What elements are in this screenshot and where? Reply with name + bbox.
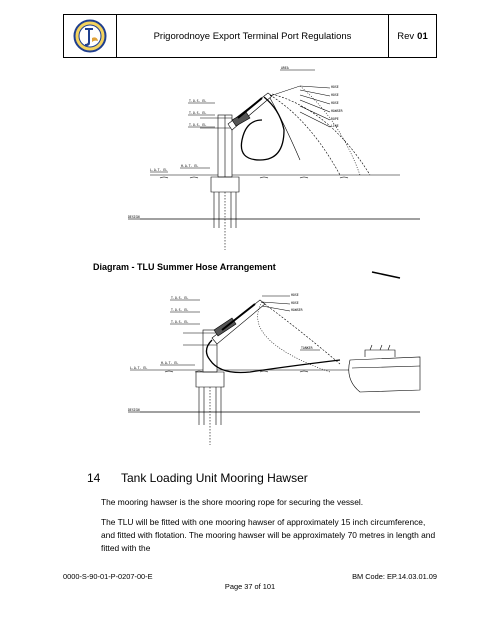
svg-text:T.O.S. EL: T.O.S. EL <box>189 99 206 103</box>
body-paragraph: The mooring hawser is the shore mooring … <box>101 497 364 507</box>
rev-value: 01 <box>417 30 428 42</box>
svg-text:T.O.S. EL: T.O.S. EL <box>189 123 206 127</box>
figure-caption: Diagram - TLU Summer Hose Arrangement <box>93 262 276 272</box>
svg-text:L.A.T. EL: L.A.T. EL <box>130 366 147 370</box>
svg-text:HOSE: HOSE <box>331 101 339 105</box>
svg-text:T.O.S. EL: T.O.S. EL <box>189 111 206 115</box>
svg-text:H.A.T. EL: H.A.T. EL <box>161 361 178 365</box>
section-number: 14 <box>87 471 101 485</box>
svg-text:TANKER: TANKER <box>301 346 313 350</box>
svg-text:T.O.S. EL: T.O.S. EL <box>171 308 188 312</box>
svg-text:T.O.S. EL: T.O.S. EL <box>171 320 188 324</box>
svg-text:T.O.S. EL: T.O.S. EL <box>171 296 188 300</box>
company-logo <box>73 19 107 53</box>
revision: Rev 01 <box>389 15 436 57</box>
document-code: 0000-S-90-01-P-0207-00-E <box>63 572 153 581</box>
svg-text:HOSE: HOSE <box>331 85 339 89</box>
header-title: Prigorodnoye Export Terminal Port Regula… <box>117 15 389 57</box>
svg-text:H.A.T. EL: H.A.T. EL <box>181 164 198 168</box>
svg-text:HOSE: HOSE <box>291 293 299 297</box>
svg-text:DESIGN: DESIGN <box>128 408 140 412</box>
rev-label: Rev <box>397 30 415 42</box>
svg-text:L.A.T. EL: L.A.T. EL <box>150 168 167 172</box>
bm-code: BM Code: EP.14.03.01.09 <box>352 572 437 581</box>
svg-text:LINE: LINE <box>331 124 339 128</box>
svg-text:HAWSER: HAWSER <box>331 109 343 113</box>
tlu-summer-hose-diagram: HOSE HOSE HOSE HAWSER ROPE LINE AREA T.O… <box>128 66 420 250</box>
section-heading: 14 Tank Loading Unit Mooring Hawser <box>87 471 308 485</box>
svg-text:HOSE: HOSE <box>291 301 299 305</box>
svg-text:HAWSER: HAWSER <box>291 308 303 312</box>
page-header: Prigorodnoye Export Terminal Port Regula… <box>63 14 437 58</box>
svg-text:HOSE: HOSE <box>331 93 339 97</box>
svg-text:AREA: AREA <box>281 66 289 70</box>
page-number: Page 37 of 101 <box>224 582 276 591</box>
svg-text:DESIGN: DESIGN <box>128 215 140 219</box>
section-title: Tank Loading Unit Mooring Hawser <box>121 471 308 485</box>
svg-text:ROPE: ROPE <box>331 117 339 121</box>
tlu-tanker-moored-diagram: HOSE HOSE HAWSER TANKER T.O.S. EL T.O.S.… <box>128 271 421 445</box>
logo-cell <box>64 15 117 57</box>
body-paragraph: The TLU will be fitted with one mooring … <box>101 517 436 553</box>
